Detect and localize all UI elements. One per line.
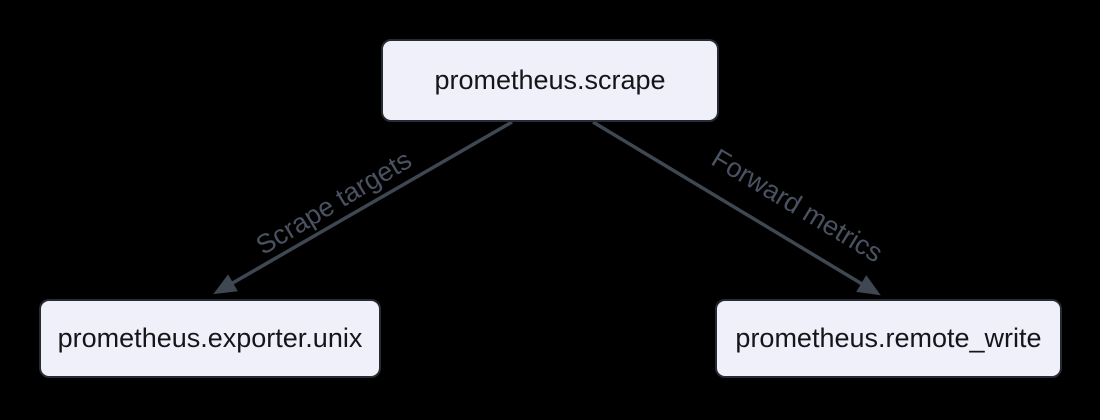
node-prometheus-scrape: prometheus.scrape bbox=[381, 39, 719, 122]
node-label-prometheus-remote-write: prometheus.remote_write bbox=[735, 323, 1042, 353]
node-prometheus-exporter-unix: prometheus.exporter.unix bbox=[39, 299, 381, 378]
edge-scrape-targets bbox=[213, 120, 513, 295]
node-label-prometheus-scrape: prometheus.scrape bbox=[434, 65, 666, 95]
node-label-prometheus-exporter-unix: prometheus.exporter.unix bbox=[57, 323, 363, 353]
edge-forward-metrics bbox=[592, 120, 881, 296]
node-prometheus-remote-write: prometheus.remote_write bbox=[715, 299, 1062, 378]
